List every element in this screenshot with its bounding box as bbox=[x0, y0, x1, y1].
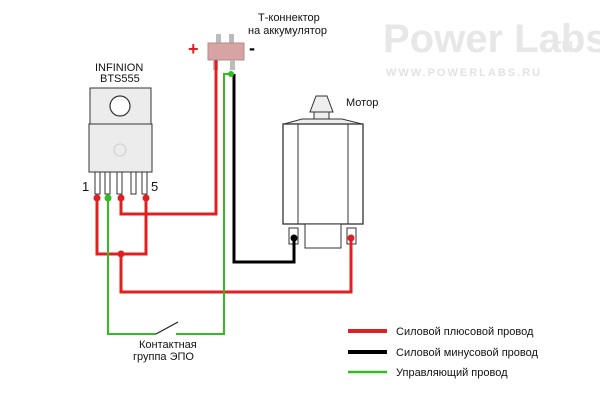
red-wire-to-motor bbox=[119, 238, 353, 294]
green-wires bbox=[107, 73, 230, 335]
green-wire-switch-to-connector bbox=[176, 73, 230, 335]
chip-pin-first-label: 1 bbox=[82, 179, 89, 194]
chip-pin-last-label: 5 bbox=[151, 179, 158, 194]
connector-label-line2: на аккумулятор bbox=[248, 25, 327, 37]
junction-motor-red bbox=[347, 234, 355, 242]
chip-pin-2 bbox=[104, 171, 111, 195]
chip-pin-1 bbox=[94, 171, 101, 195]
chip-marking bbox=[113, 143, 127, 157]
connector-prong-right bbox=[229, 34, 234, 44]
epo-switch: Контактная группа ЭПО bbox=[133, 321, 197, 363]
connector-prong-bottom-right bbox=[230, 60, 235, 70]
junction-pin5 bbox=[142, 194, 150, 202]
connector-minus-sign: - bbox=[249, 38, 255, 58]
legend: Силовой плюсовой провод Силовой минусово… bbox=[348, 326, 539, 379]
connector-plus-sign: + bbox=[188, 39, 199, 59]
switch-contact-lever bbox=[155, 321, 179, 335]
watermark: Power Labs .ru WWW.POWERLABS.RU bbox=[383, 17, 600, 79]
junction-pin3 bbox=[117, 194, 125, 202]
legend-label-negative: Силовой минусовой провод bbox=[396, 347, 539, 359]
chip-pin-3 bbox=[116, 171, 123, 195]
bts555-chip: INFINION BTS555 1 5 bbox=[82, 62, 158, 195]
black-wire-connector-to-motor bbox=[232, 74, 296, 264]
junction-pin2 bbox=[104, 194, 112, 202]
motor-base bbox=[304, 223, 342, 249]
legend-label-positive: Силовой плюсовой провод bbox=[396, 326, 534, 338]
switch-label-line2: группа ЭПО bbox=[133, 351, 194, 363]
junctions bbox=[93, 71, 355, 258]
junction-connector-green bbox=[228, 71, 234, 77]
motor-housing bbox=[282, 123, 364, 225]
motor-top-cover bbox=[283, 118, 363, 125]
red-wire-connector-to-pin3 bbox=[119, 60, 218, 216]
motor: Мотор bbox=[282, 95, 378, 249]
junction-red-split bbox=[117, 250, 125, 258]
t-connector: Т-коннектор на аккумулятор + - bbox=[188, 12, 327, 70]
chip-pin-4 bbox=[130, 171, 137, 195]
motor-label: Мотор bbox=[346, 97, 378, 109]
watermark-url: WWW.POWERLABS.RU bbox=[386, 67, 542, 79]
chip-pin-5 bbox=[141, 171, 148, 195]
motor-shaft bbox=[313, 111, 330, 120]
connector-prong-left bbox=[216, 34, 221, 44]
junction-motor-black bbox=[290, 234, 298, 242]
junction-pin1 bbox=[93, 194, 101, 202]
connector-body bbox=[207, 42, 245, 61]
watermark-suffix: .ru bbox=[548, 35, 574, 57]
watermark-title: Power Labs bbox=[383, 17, 600, 61]
chip-mount-hole bbox=[109, 95, 131, 117]
chip-name-line2: BTS555 bbox=[100, 73, 140, 85]
legend-label-control: Управляющий провод bbox=[396, 367, 508, 379]
chip-body bbox=[88, 123, 153, 173]
connector-label-line1: Т-коннектор bbox=[258, 12, 320, 24]
motor-shaft-cap bbox=[309, 95, 334, 113]
switch-label-line1: Контактная bbox=[139, 339, 197, 351]
green-wire-pin2-to-switch bbox=[107, 198, 156, 335]
chip-name-line1: INFINION bbox=[95, 62, 143, 74]
